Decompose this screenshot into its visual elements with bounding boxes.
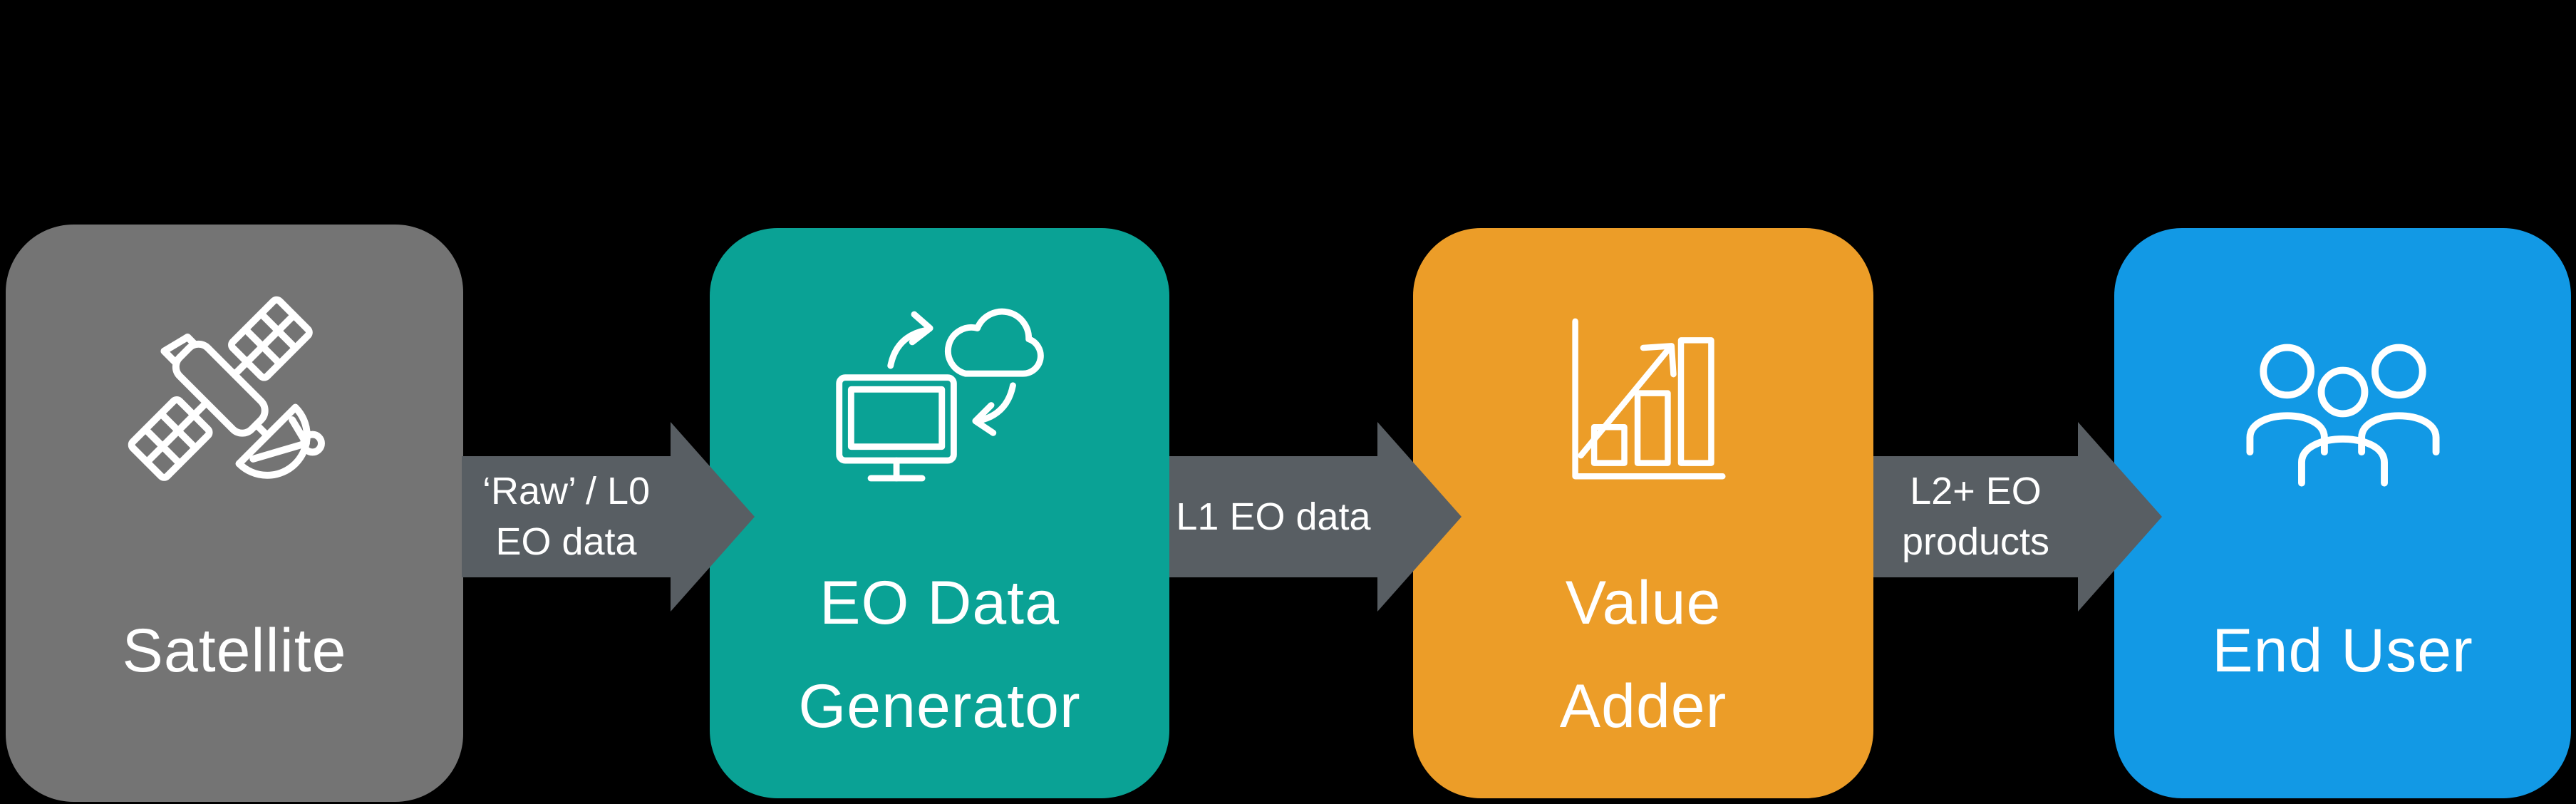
arrow-label: L2+ EO products <box>1901 470 2050 563</box>
box-end-user: End User <box>2114 228 2571 798</box>
arrow-shaft <box>1169 456 1377 577</box>
box-title-end-user: End User <box>2212 617 2473 685</box>
arrow-head <box>671 422 755 612</box>
box-title-eo-data-generator: EO Data Generator <box>798 569 1081 741</box>
bar-chart-icon <box>1572 318 1726 480</box>
people-group-icon <box>2245 344 2440 487</box>
box-value-adder: Value Adder <box>1413 228 1873 798</box>
box-eo-data-generator: EO Data Generator <box>710 228 1169 798</box>
box-satellite: Satellite <box>6 225 463 802</box>
arrow-head <box>1377 422 1462 612</box>
box-title-value-adder: Value Adder <box>1559 569 1727 741</box>
arrow-label: L1 EO data <box>1176 495 1371 538</box>
cloud-sync-icon <box>835 308 1044 482</box>
arrow-label: ‘Raw’ / L0 EO data <box>482 470 651 563</box>
arrow-shaft <box>1873 456 2078 577</box>
arrow-shaft <box>462 456 671 577</box>
satellite-icon <box>128 296 325 481</box>
box-title-satellite: Satellite <box>122 617 347 685</box>
arrow-head <box>2078 422 2162 612</box>
